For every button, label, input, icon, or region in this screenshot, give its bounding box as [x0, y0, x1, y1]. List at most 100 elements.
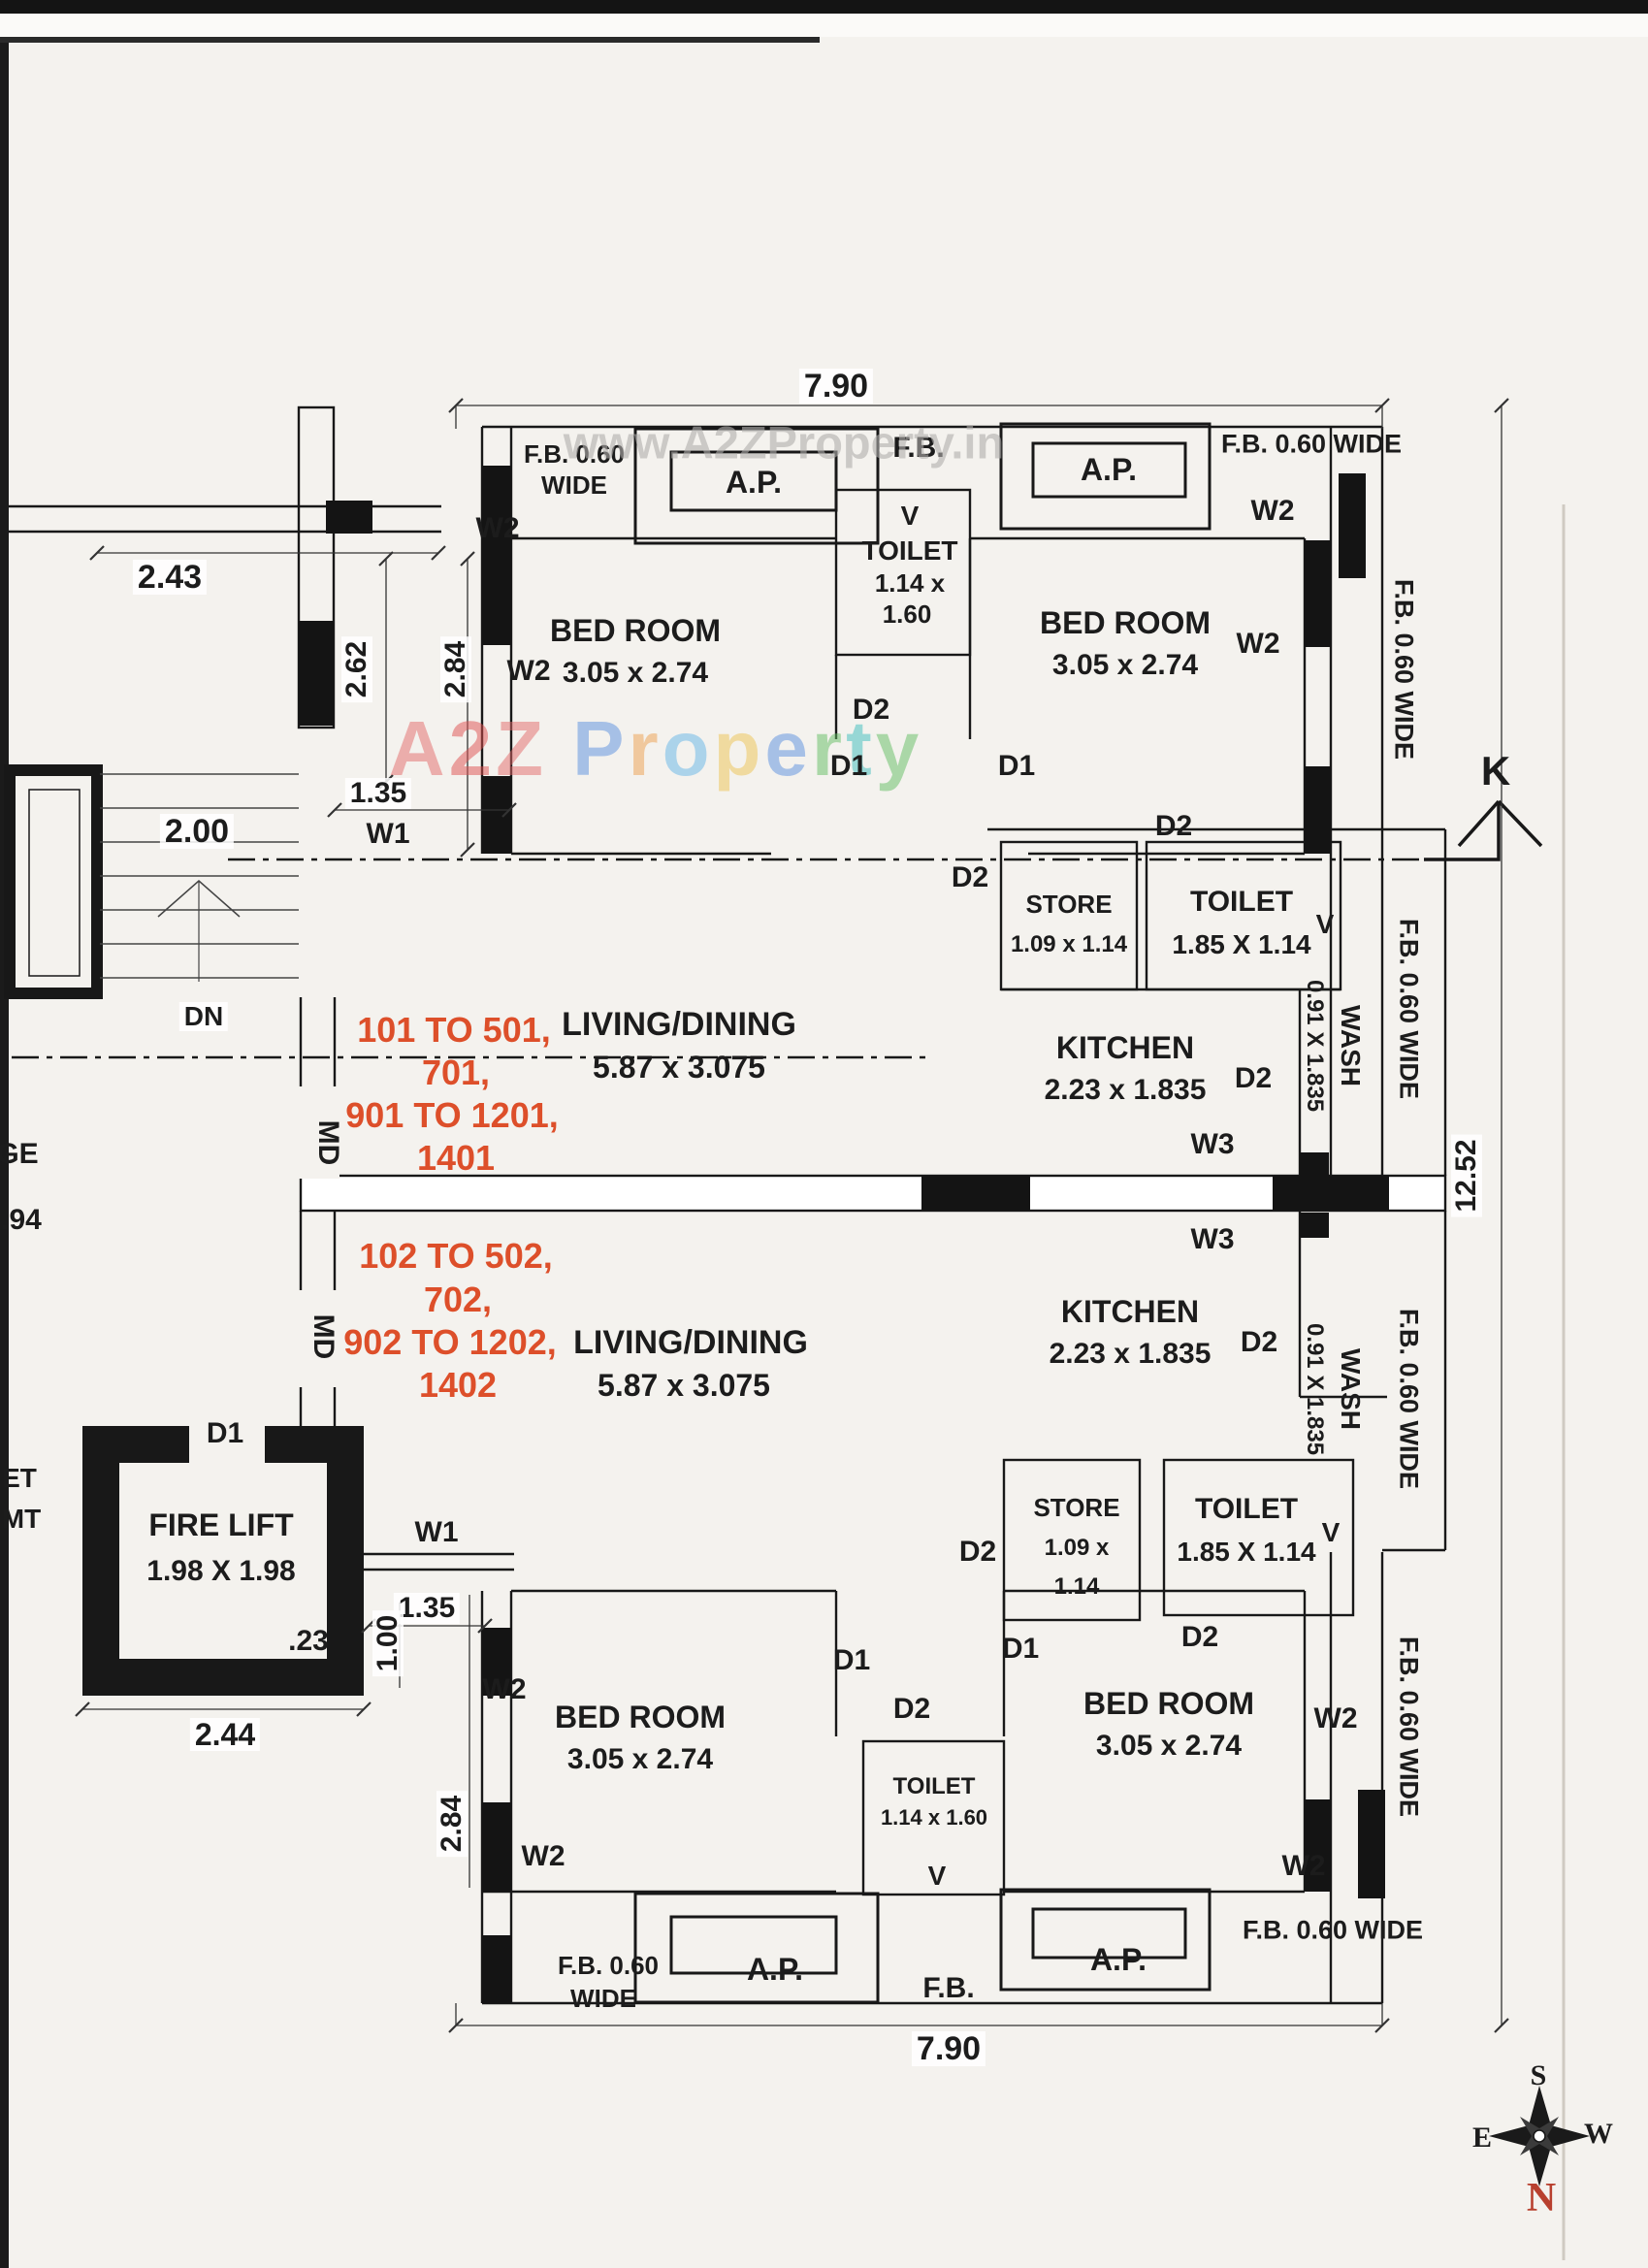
store-u2-dim1: 1.09 x: [1044, 1535, 1110, 1561]
units-u2-line4: 1402: [418, 1365, 498, 1405]
fb-top-left-line1: F.B. 0.60: [523, 439, 626, 469]
w2-u1-d: W2: [1236, 628, 1280, 660]
compass-icon: [1489, 2086, 1590, 2187]
store-u1-dim: 1.09 x 1.14: [1010, 931, 1128, 957]
w2-u1-a: W2: [475, 512, 520, 544]
units-u2-line2: 702,: [423, 1280, 493, 1319]
d2-u2-toilet: D2: [1180, 1621, 1219, 1653]
fb-bot-left-line2: WIDE: [570, 1984, 636, 2013]
kitchen-u1-name: KITCHEN: [1055, 1030, 1195, 1065]
fb-right-u1-kitchen: F.B. 0.60 WIDE: [1394, 918, 1424, 1100]
watermark-letter-2: Z: [496, 705, 545, 792]
w2-u2-d: W2: [1281, 1850, 1326, 1882]
fb-right-u1-bed: F.B. 0.60 WIDE: [1389, 578, 1419, 761]
store-u2-dim2: 1.14: [1053, 1573, 1100, 1600]
compass-e: E: [1471, 2122, 1493, 2154]
wash-u2-name: WASH: [1336, 1348, 1366, 1430]
watermark-letter-5: r: [628, 705, 661, 792]
ap-top-right: A.P.: [1080, 452, 1138, 487]
store-u1-name: STORE: [1025, 890, 1113, 919]
wash-u1-name: WASH: [1336, 1005, 1366, 1086]
v-u2-right: V: [1321, 1517, 1341, 1547]
fb-top-left-line2: WIDE: [541, 470, 607, 500]
md-1: MD: [312, 1119, 344, 1166]
watermark-letter-10: t: [846, 705, 874, 792]
w2-u2-b: W2: [521, 1840, 565, 1872]
compass-w: W: [1584, 2118, 1613, 2150]
living-u1-name: LIVING/DINING: [562, 1006, 796, 1043]
bedroom-u1l-dim: 3.05 x 2.74: [562, 657, 709, 689]
w3-u2: W3: [1190, 1223, 1235, 1255]
dim-1252: 12.52: [1450, 1134, 1482, 1217]
watermark-letter-4: P: [572, 705, 627, 792]
ge-cut: GE: [0, 1138, 39, 1170]
dn: DN: [178, 1002, 229, 1031]
p94-cut: .94: [1, 1204, 42, 1236]
d1-u1-left: D1: [829, 750, 868, 782]
living-u1-dim: 5.87 x 3.075: [593, 1050, 765, 1085]
w3-u1: W3: [1190, 1128, 1235, 1160]
watermark-letter-6: o: [662, 705, 712, 792]
wash-u1-dim: 0.91 X 1.835: [1302, 979, 1328, 1113]
fb-top-right: F.B. 0.60 WIDE: [1220, 429, 1403, 459]
dim-135-u2: 1.35: [393, 1593, 461, 1624]
toilet-u2c-name: TOILET: [892, 1773, 976, 1799]
units-u1-line2: 701,: [421, 1053, 491, 1092]
bedroom-u2l-dim: 3.05 x 2.74: [566, 1743, 714, 1775]
w1-u2: W1: [414, 1516, 459, 1548]
d2-u1-center: D2: [852, 694, 890, 726]
toilet-u1c-dim1: 1.14 x: [874, 568, 946, 598]
md-2: MD: [307, 1313, 339, 1360]
toilet-u2r-name: TOILET: [1194, 1493, 1299, 1525]
d2-u2-center: D2: [892, 1693, 931, 1725]
bedroom-u1r-name: BED ROOM: [1040, 605, 1211, 640]
fb-bot-center: F.B.: [922, 1972, 975, 2004]
store-u2-name: STORE: [1033, 1493, 1120, 1522]
watermark-url: www.A2ZProperty.in: [563, 416, 1005, 469]
units-u1-line3: 901 TO 1201,: [345, 1095, 559, 1135]
v-u2-center: V: [927, 1861, 947, 1891]
d1-fire-lift: D1: [206, 1417, 244, 1449]
k-arrow-icon: [1424, 799, 1543, 861]
w1-u1: W1: [366, 818, 410, 850]
bedroom-u1l-name: BED ROOM: [550, 613, 721, 648]
units-u2-line3: 902 TO 1202,: [343, 1322, 557, 1362]
units-u2-line1: 102 TO 502,: [359, 1236, 553, 1276]
watermark-letter-0: A: [388, 705, 447, 792]
ap-bot-right: A.P.: [1089, 1942, 1147, 1977]
bedroom-u2r-dim: 3.05 x 2.74: [1095, 1730, 1243, 1762]
d2-u1-store: D2: [951, 861, 989, 893]
et-cut: ET: [2, 1463, 37, 1493]
watermark-letter-8: e: [764, 705, 810, 792]
wash-u2-dim: 0.91 X 1.835: [1302, 1322, 1328, 1456]
dim-790-bot: 7.90: [911, 2031, 986, 2066]
w2-u1-c: W2: [506, 655, 551, 687]
wall-fills: [299, 466, 1389, 2003]
dim-100-u2: 1.00: [372, 1609, 404, 1677]
toilet-u1c-name: TOILET: [861, 535, 958, 566]
bedroom-u1r-dim: 3.05 x 2.74: [1051, 649, 1199, 681]
d2-u2-kitchen: D2: [1240, 1326, 1278, 1358]
fire-lift-23: .23: [288, 1625, 329, 1657]
dim-262: 2.62: [340, 635, 372, 703]
units-u1-line1: 101 TO 501,: [357, 1010, 551, 1050]
compass-s: S: [1530, 2059, 1547, 2091]
d1-u1-right: D1: [997, 750, 1036, 782]
k-label: K: [1480, 748, 1511, 794]
units-u1-line4: 1401: [416, 1138, 496, 1178]
compass-n: N: [1526, 2176, 1557, 2220]
watermark-letter-1: 2: [448, 705, 495, 792]
w2-u2-a: W2: [482, 1673, 527, 1705]
bedroom-u2r-name: BED ROOM: [1083, 1686, 1254, 1721]
living-u2-dim: 5.87 x 3.075: [598, 1368, 770, 1403]
w2-u1-b: W2: [1250, 495, 1295, 527]
fire-lift-name: FIRE LIFT: [148, 1507, 294, 1542]
dim-284-u1: 2.84: [439, 635, 471, 703]
ap-top-left: A.P.: [725, 465, 783, 500]
walls-layer: [4, 405, 1447, 2005]
d1-u2-right: D1: [1001, 1633, 1040, 1665]
staircase: [100, 773, 299, 982]
fb-bot-right: F.B. 0.60 WIDE: [1242, 1915, 1424, 1945]
